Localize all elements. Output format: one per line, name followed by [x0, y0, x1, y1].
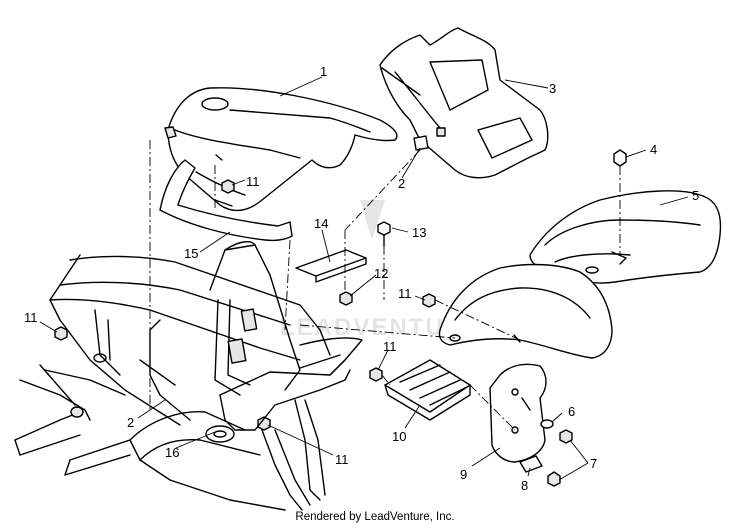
callout-10: 10 — [392, 429, 406, 444]
callout-11-frame: 11 — [335, 452, 349, 467]
washer-part — [540, 419, 554, 429]
callout-2-lower: 2 — [127, 415, 134, 430]
callout-3: 3 — [549, 81, 556, 96]
callout-4: 4 — [650, 142, 657, 157]
callout-14: 14 — [314, 216, 328, 231]
screw-part — [613, 149, 627, 167]
leader-lines — [39, 76, 689, 481]
mud-flap-part — [489, 363, 547, 463]
callout-8: 8 — [521, 478, 528, 493]
render-credit: Rendered by LeadVenture, Inc. — [295, 511, 455, 523]
callout-9: 9 — [460, 467, 467, 482]
lower-shroud-part — [159, 159, 293, 242]
clip-part-upper — [413, 135, 429, 151]
callout-12: 12 — [374, 266, 388, 281]
callout-1: 1 — [320, 64, 327, 79]
front-fender-part — [438, 263, 613, 359]
rear-fender-part — [529, 190, 722, 284]
callout-11-hood: 11 — [246, 174, 260, 189]
callout-5: 5 — [692, 188, 699, 203]
callout-labels: 1 3 4 5 2 11 15 14 13 12 11 11 11 10 6 7… — [24, 64, 699, 493]
callout-6: 6 — [568, 404, 575, 419]
callout-11-left: 11 — [24, 310, 38, 325]
footrest-part — [384, 359, 471, 421]
fuel-tank-cover-part — [379, 27, 549, 179]
callout-7: 7 — [590, 456, 597, 471]
callout-2-upper: 2 — [398, 176, 405, 191]
bracket-part — [519, 455, 543, 473]
screw-part-13 — [377, 221, 391, 247]
alignment-lines — [149, 140, 621, 431]
front-hood-part — [164, 87, 398, 212]
callout-11-footrest: 11 — [383, 339, 397, 354]
callout-15: 15 — [184, 246, 198, 261]
plate-part — [295, 249, 367, 283]
nut-part-7 — [547, 429, 573, 487]
frame-part — [14, 241, 363, 511]
callout-16: 16 — [165, 445, 179, 460]
callout-13: 13 — [412, 225, 426, 240]
nut-part — [339, 291, 353, 306]
callout-11-fender: 11 — [398, 286, 412, 301]
